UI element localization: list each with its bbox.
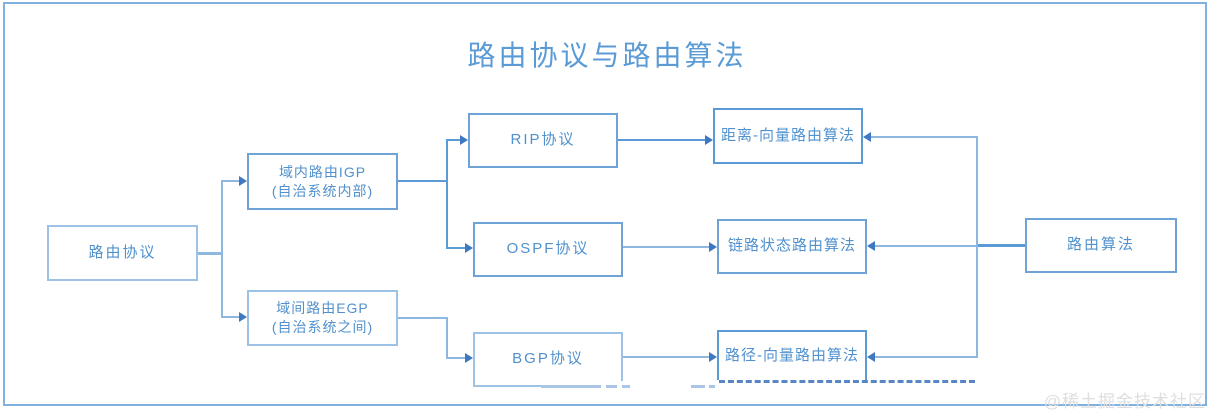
node-label: 域内路由IGP xyxy=(278,163,367,180)
edge-ospf-to-ls xyxy=(623,246,709,248)
edge-to-ospf xyxy=(448,247,465,249)
node-label: 域间路由EGP xyxy=(276,300,369,317)
edge-algo-to-dv xyxy=(871,136,976,138)
arrowhead-dv xyxy=(705,135,713,145)
edge-to-rip xyxy=(448,139,460,141)
arrowhead-egp xyxy=(239,312,247,322)
node-rip: RIP协议 xyxy=(468,113,618,168)
arrowhead-igp xyxy=(239,176,247,186)
erased-watermark-remnant xyxy=(691,385,705,388)
edge-algo-stub xyxy=(978,244,1025,247)
arrowhead-ospf xyxy=(465,243,473,253)
node-label: 路径-向量路由算法 xyxy=(725,346,859,364)
node-link-state: 链路状态路由算法 xyxy=(717,219,867,274)
arrowhead-pv xyxy=(709,352,717,362)
edge-protocol-stub xyxy=(198,252,222,255)
node-sublabel: (自治系统之间) xyxy=(271,319,374,335)
erased-watermark-remnant xyxy=(622,385,630,388)
node-routing-protocol: 路由协议 xyxy=(47,225,198,281)
edge-egp-branch xyxy=(446,317,448,359)
outer-border xyxy=(3,2,1207,406)
node-sublabel: (自治系统内部) xyxy=(271,182,374,199)
node-routing-algorithm: 路由算法 xyxy=(1025,218,1177,273)
node-label: OSPF协议 xyxy=(506,240,590,258)
arrowhead-algo-ls xyxy=(867,241,875,251)
node-ospf: OSPF协议 xyxy=(473,222,623,277)
arrowhead-rip xyxy=(460,135,468,145)
edge-algo-to-pv xyxy=(875,356,976,358)
node-label: RIP协议 xyxy=(510,131,576,149)
node-label: 路由算法 xyxy=(1066,236,1135,254)
edge-protocol-branch xyxy=(221,180,223,318)
edge-algo-branch xyxy=(976,136,978,358)
erased-watermark-remnant xyxy=(541,385,601,388)
node-label: 距离-向量路由算法 xyxy=(721,126,855,144)
edge-algo-to-ls xyxy=(875,245,976,247)
edge-igp-branch xyxy=(446,139,448,249)
erased-watermark-remnant xyxy=(606,385,617,388)
edge-to-bgp xyxy=(448,357,465,359)
arrowhead-algo-dv xyxy=(863,132,871,142)
node-igp: 域内路由IGP (自治系统内部) xyxy=(247,153,398,210)
diagram-title: 路由协议与路由算法 xyxy=(467,39,747,72)
edge-to-egp xyxy=(223,316,240,318)
node-label: 路由协议 xyxy=(88,243,157,261)
site-watermark: @稀土掘金技术社区 xyxy=(1043,392,1206,411)
arrowhead-bgp xyxy=(465,353,473,363)
arrowhead-ls xyxy=(709,242,717,252)
node-bgp: BGP协议 xyxy=(473,332,623,387)
node-label: 链路状态路由算法 xyxy=(727,237,856,255)
arrowhead-algo-pv xyxy=(867,352,875,362)
edge-igp-stub xyxy=(398,180,448,182)
node-distance-vector: 距离-向量路由算法 xyxy=(713,108,863,164)
edge-egp-stub xyxy=(398,317,448,319)
node-egp: 域间路由EGP (自治系统之间) xyxy=(247,290,398,346)
erased-watermark-remnant xyxy=(709,385,715,388)
node-path-vector: 路径-向量路由算法 xyxy=(717,330,867,380)
edge-bgp-to-pv xyxy=(623,356,709,358)
erased-watermark-dashes xyxy=(719,380,975,383)
edge-to-igp xyxy=(223,180,240,182)
node-label: BGP协议 xyxy=(512,350,584,368)
edge-rip-to-dv xyxy=(618,139,705,141)
